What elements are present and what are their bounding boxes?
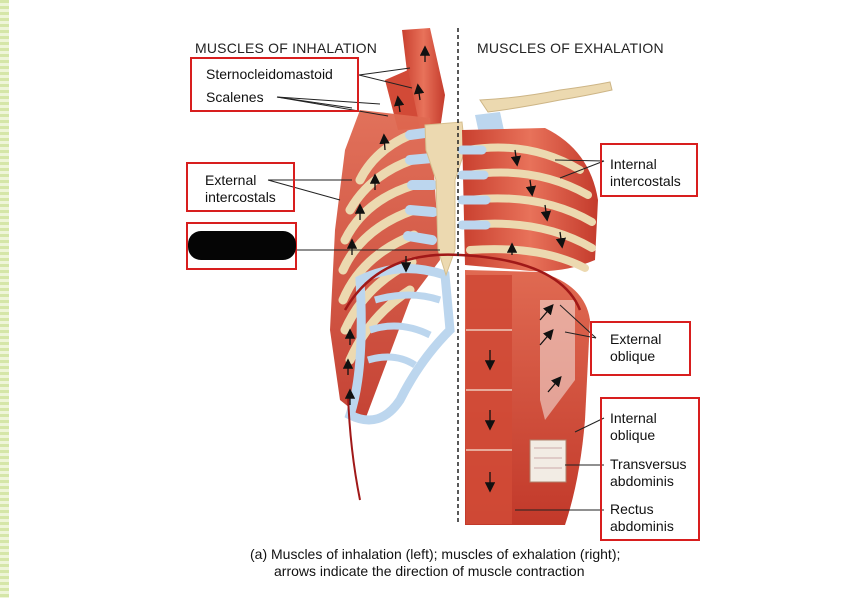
- redacted-label: [188, 231, 296, 260]
- rectus-abdominis-muscle: [466, 275, 512, 524]
- label-external-intercostals: External intercostals: [205, 172, 276, 206]
- transversus-window: [530, 440, 566, 482]
- label-internal-intercostals: Internal intercostals: [610, 156, 681, 190]
- clavicle: [480, 82, 612, 112]
- label-sternocleidomastoid: Sternocleidomastoid: [206, 66, 333, 83]
- label-scalenes: Scalenes: [206, 89, 264, 106]
- label-transversus-abdominis: Transversus abdominis: [610, 456, 687, 490]
- caption-line-1: (a) Muscles of inhalation (left); muscle…: [250, 546, 620, 563]
- caption-line-2: arrows indicate the direction of muscle …: [250, 563, 620, 580]
- label-internal-oblique: Internal oblique: [610, 410, 657, 444]
- header-exhalation: MUSCLES OF EXHALATION: [477, 40, 664, 56]
- label-rectus-abdominis: Rectus abdominis: [610, 501, 674, 535]
- header-inhalation: MUSCLES OF INHALATION: [195, 40, 377, 56]
- figure-caption: (a) Muscles of inhalation (left); muscle…: [250, 546, 620, 580]
- label-external-oblique: External oblique: [610, 331, 661, 365]
